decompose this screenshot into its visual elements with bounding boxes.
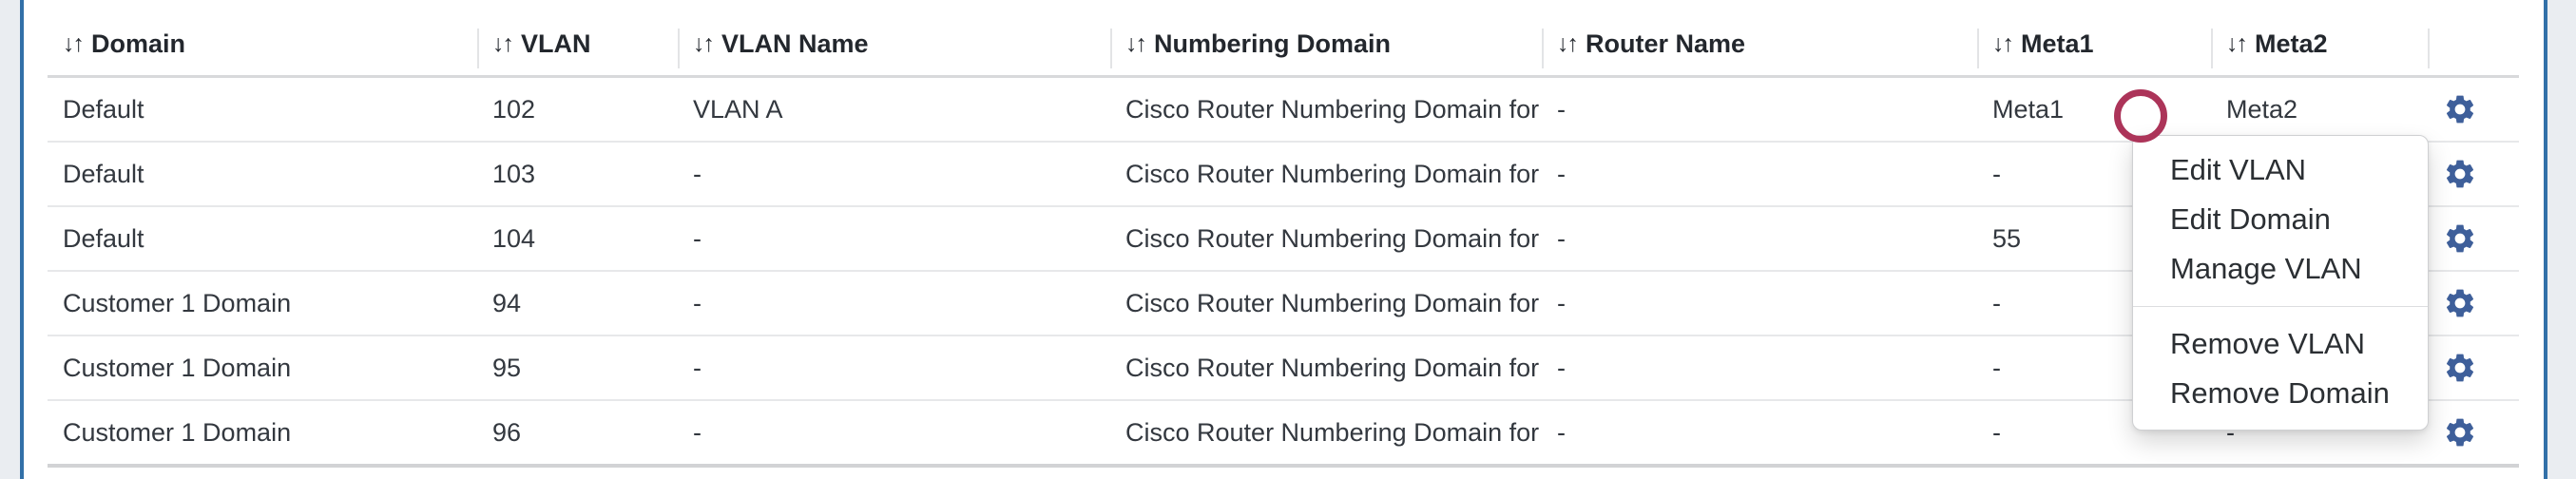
cell-numbering-domain: Cisco Router Numbering Domain for ... [1125, 223, 1542, 253]
row-actions-gear-button[interactable] [2441, 413, 2479, 451]
cell-vlan-name: - [693, 159, 702, 188]
cell-numbering-domain: Cisco Router Numbering Domain for ... [1125, 417, 1542, 447]
cell-router-name: - [1557, 94, 1566, 124]
row-actions-gear-button[interactable] [2441, 349, 2479, 387]
cell-meta2: - [2226, 417, 2235, 447]
gear-icon [2446, 289, 2474, 317]
cell-vlan-name: - [693, 417, 702, 447]
cell-numbering-domain: Cisco Router Numbering Domain for ... [1125, 353, 1542, 382]
cell-vlan-name: - [693, 288, 702, 317]
cell-vlan: 104 [492, 223, 536, 253]
table-row: Customer 1 Domain 95 - Cisco Router Numb… [48, 336, 2519, 401]
cell-numbering-domain: Cisco Router Numbering Domain for ... [1125, 159, 1542, 188]
table-row: Default 102 VLAN A Cisco Router Numberin… [48, 78, 2519, 143]
gear-icon [2446, 354, 2474, 382]
gear-icon [2446, 224, 2474, 253]
cell-meta1: - [1992, 417, 2001, 447]
column-header-meta2[interactable]: ↓↑ Meta2 [2211, 0, 2428, 75]
sort-icon: ↓↑ [1125, 30, 1147, 57]
row-actions-gear-button[interactable] [2441, 284, 2479, 322]
vlan-table: ↓↑ Domain ↓↑ VLAN ↓↑ VLAN Name ↓↑ Number… [48, 0, 2519, 468]
sort-icon: ↓↑ [1992, 30, 2014, 57]
cell-meta1: 55 [1992, 223, 2022, 253]
column-header-domain[interactable]: ↓↑ Domain [48, 0, 477, 75]
table-row: Customer 1 Domain 96 - Cisco Router Numb… [48, 401, 2519, 464]
cell-numbering-domain: Cisco Router Numbering Domain for ... [1125, 288, 1542, 317]
cell-meta1: - [1992, 353, 2001, 382]
column-header-label: Numbering Domain [1154, 29, 1392, 58]
menu-item-edit-domain[interactable]: Edit Domain [2170, 202, 2331, 236]
cell-vlan: 94 [492, 288, 522, 317]
table-header-row: ↓↑ Domain ↓↑ VLAN ↓↑ VLAN Name ↓↑ Number… [48, 0, 2519, 78]
sort-icon: ↓↑ [1557, 30, 1579, 57]
cell-meta1: - [1992, 159, 2001, 188]
sort-icon: ↓↑ [693, 30, 715, 57]
cell-domain: Customer 1 Domain [63, 288, 292, 317]
cell-router-name: - [1557, 288, 1566, 317]
cell-domain: Customer 1 Domain [63, 353, 292, 382]
cell-meta2: Meta2 [2226, 94, 2298, 124]
menu-item-manage-vlan[interactable]: Manage VLAN [2170, 252, 2362, 285]
menu-item-remove-domain[interactable]: Remove Domain [2170, 376, 2390, 410]
column-header-label: Meta2 [2255, 29, 2328, 58]
column-header-router-name[interactable]: ↓↑ Router Name [1542, 0, 1977, 75]
table-row: Default 104 - Cisco Router Numbering Dom… [48, 207, 2519, 272]
cell-meta1: - [1992, 288, 2001, 317]
table-panel: ↓↑ Domain ↓↑ VLAN ↓↑ VLAN Name ↓↑ Number… [20, 0, 2547, 479]
cell-router-name: - [1557, 159, 1566, 188]
column-header-actions [2428, 0, 2519, 75]
column-header-vlan-name[interactable]: ↓↑ VLAN Name [678, 0, 1110, 75]
row-actions-menu: Edit VLAN Edit Domain Manage VLAN Remove… [2132, 135, 2429, 431]
cell-vlan: 96 [492, 417, 522, 447]
sort-icon: ↓↑ [2226, 30, 2248, 57]
row-actions-gear-button[interactable] [2441, 220, 2479, 258]
menu-divider [2133, 306, 2428, 307]
column-header-vlan[interactable]: ↓↑ VLAN [477, 0, 678, 75]
column-header-label: Meta1 [2021, 29, 2094, 58]
column-header-numbering-domain[interactable]: ↓↑ Numbering Domain [1110, 0, 1542, 75]
column-header-label: VLAN Name [721, 29, 869, 58]
cell-router-name: - [1557, 223, 1566, 253]
cell-vlan: 102 [492, 94, 536, 124]
cell-numbering-domain: Cisco Router Numbering Domain for ... [1125, 94, 1542, 124]
cell-domain: Default [63, 159, 144, 188]
cell-router-name: - [1557, 417, 1566, 447]
cell-vlan-name: - [693, 223, 702, 253]
table-row: Customer 1 Domain 94 - Cisco Router Numb… [48, 272, 2519, 336]
sort-icon: ↓↑ [492, 30, 514, 57]
row-actions-gear-button[interactable] [2441, 90, 2479, 128]
gear-icon [2446, 418, 2474, 447]
menu-item-remove-vlan[interactable]: Remove VLAN [2170, 327, 2366, 360]
cell-vlan: 103 [492, 159, 536, 188]
gear-icon [2446, 95, 2474, 124]
cell-vlan-name: - [693, 353, 702, 382]
row-actions-gear-button[interactable] [2441, 155, 2479, 193]
cell-vlan-name: VLAN A [693, 94, 783, 124]
sort-icon: ↓↑ [63, 30, 85, 57]
column-header-label: Domain [91, 29, 186, 58]
cell-meta1: Meta1 [1992, 94, 2065, 124]
cell-domain: Default [63, 223, 144, 253]
cell-domain: Default [63, 94, 144, 124]
column-header-label: VLAN [521, 29, 591, 58]
column-header-label: Router Name [1586, 29, 1746, 58]
column-header-meta1[interactable]: ↓↑ Meta1 [1977, 0, 2211, 75]
menu-item-edit-vlan[interactable]: Edit VLAN [2170, 153, 2307, 186]
table-row: Default 103 - Cisco Router Numbering Dom… [48, 143, 2519, 207]
cell-domain: Customer 1 Domain [63, 417, 292, 447]
cell-vlan: 95 [492, 353, 522, 382]
gear-icon [2446, 160, 2474, 188]
cell-router-name: - [1557, 353, 1566, 382]
